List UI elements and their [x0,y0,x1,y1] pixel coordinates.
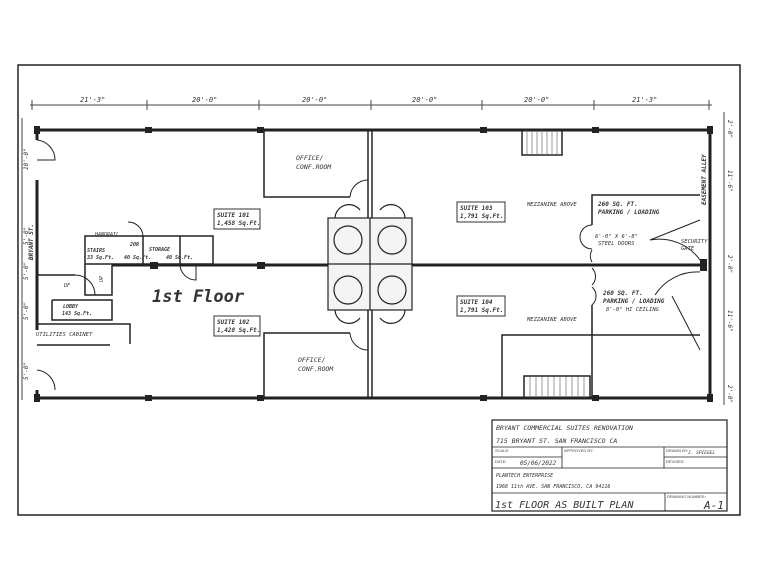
room-labels: BRYANT ST. EASEMENT ALLEY 1st Floor SUIT… [28,154,708,373]
office-bottom-line1: OFFICE/ [298,356,325,364]
up-label: UP [99,276,105,282]
parking-bottom-line1: 260 SQ. FT. [602,290,643,297]
suite-104-area: 1,791 Sq.Ft. [460,307,503,314]
dim-left-4: 5'-0" [23,302,30,320]
lobby-label: LOBBY [63,304,79,310]
scale-label: SCALE: [495,448,509,453]
dim-left-5: 5'-0" [23,362,30,380]
twenty-r-label: 20R [129,242,139,248]
right-dimension-line: 2'-0" 11'-6" 2'-0" 11'-6" 2'-0" [723,112,733,405]
steel-doors-line2: STEEL DOORS [598,241,635,247]
office-bottom-line2: CONF.ROOM [298,365,334,373]
mezzanine-top: MEZZANINE ABOVE [526,202,577,208]
suite-101-area: 1,458 Sq.Ft. [217,220,260,227]
title-block: BRYANT COMMERCIAL SUITES RENOVATION 715 … [491,419,728,512]
suite-101-box [213,208,261,230]
dim-right-3: 2'-0" [726,255,733,273]
dim-top-6: 21'-3" [632,96,657,104]
drawing-number-label: DRAWING NUMBER: [667,494,706,499]
mezzanine-bottom: MEZZANINE ABOVE [526,317,577,323]
dim-top-2: 20'-0" [192,96,217,104]
firm-address: 1968 11th AVE. SAN FRANCISCO, CA 94116 [496,484,610,490]
suite-103-name: SUITE 103 [460,205,493,212]
df-label: DF [63,283,71,289]
dim-right-1: 2'-0" [726,120,733,138]
stairs-label: STAIRS [87,248,105,254]
restroom-core [327,204,413,324]
office-top-line1: OFFICE/ [296,154,323,162]
revised-label: REVISED: [666,459,685,464]
parking-bottom-line2: PARKING / LOADING [603,298,665,305]
floor-title: 1st Floor [152,287,245,307]
drawn-by: J. SPIEGEL [687,450,715,456]
dim-right-5: 2'-0" [726,385,733,403]
sheet-border [17,64,741,516]
street-label: BRYANT ST. [28,224,35,261]
dim-top-5: 20'-0" [524,96,549,104]
lobby-area: 143 Sq.Ft. [62,311,92,317]
dim-left-3: 5'-0" [23,262,30,280]
firm-name: PLANTECH ENTERPRISE [496,473,553,479]
parking-bottom-line3: 8'-0" HI CEILING [606,307,660,313]
utilities-cabinet-label: UTILITIES CABINET [36,332,93,338]
suite-102-box [213,315,261,337]
storage-2-area: 40 Sq.Ft. [166,255,193,261]
left-dimension-line: 10'-0" 5'-0" 5'-0" 5'-0" 5'-0" [21,118,30,400]
stairs-area: 33 Sq.Ft. [86,255,114,261]
project-name: BRYANT COMMERCIAL SUITES RENOVATION [496,424,633,432]
security-gate-line2: GATE [681,246,695,252]
suite-102-name: SUITE 102 [217,319,250,326]
suite-103-area: 1,791 Sq.Ft. [460,213,503,220]
alley-label: EASEMENT ALLEY [701,154,708,205]
dim-left-2: 5'-0" [23,227,30,245]
project-address: 715 BRYANT ST. SAN FRANCISCO CA [496,437,617,445]
dim-right-2: 11'-6" [726,170,733,192]
dim-top-3: 20'-0" [302,96,327,104]
dim-left-1: 10'-0" [23,148,30,170]
date-label: DATE: [495,459,506,464]
storage-label: STORAGE [149,247,171,253]
office-top-line2: CONF.ROOM [296,163,332,171]
suite-104-name: SUITE 104 [460,299,493,306]
stair-treads [526,130,585,398]
approved-label: APPROVED BY: [564,448,594,453]
parking-top-line2: PARKING / LOADING [598,209,660,216]
dim-right-4: 11'-6" [726,310,733,332]
suite-103-box [456,201,506,223]
dim-top-1: 21'-3" [80,96,105,104]
door-swings [36,139,701,391]
suite-104-box [456,295,506,317]
sheet-title: 1st FLOOR AS BUILT PLAN [495,500,634,511]
suite-101-name: SUITE 101 [217,212,250,219]
date-value: 05/06/2022 [520,460,557,467]
handrail-label: HANDRAIL [94,232,119,238]
steel-doors-line1: 6'-0" X 6'-8" [595,234,638,240]
dim-top-4: 20'-0" [412,96,437,104]
parking-top-line1: 260 SQ. FT. [597,201,638,208]
top-dimension-line: 21'-3" 20'-0" 20'-0" 20'-0" 20'-0" 21'-3… [30,96,712,110]
suite-102-area: 1,428 Sq.Ft. [217,327,260,334]
drawn-by-label: DRAWN BY: [666,448,688,453]
security-gate-line1: SECURITY [681,239,708,245]
drawing-number: A-1 [703,499,724,512]
storage-1-area: 40 Sq.Ft. [124,255,151,261]
